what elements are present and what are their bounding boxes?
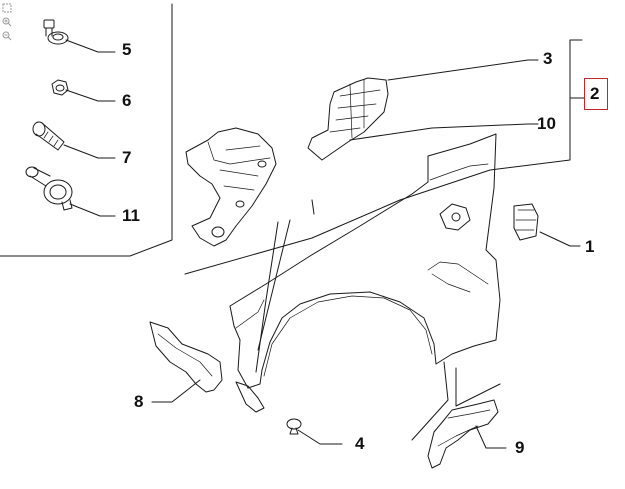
- part-3-bracket[interactable]: [307, 77, 389, 161]
- callout-7[interactable]: 7: [122, 148, 132, 167]
- callout-6[interactable]: 6: [122, 91, 132, 110]
- zoom-in-icon[interactable]: [2, 17, 12, 27]
- fit-page-icon[interactable]: [2, 3, 12, 13]
- callout-2[interactable]: 2: [590, 84, 600, 103]
- part-10-bracket[interactable]: [185, 127, 277, 247]
- callout-11[interactable]: 11: [122, 206, 140, 225]
- part-7-screw[interactable]: [32, 121, 65, 151]
- part-6-nut[interactable]: [51, 79, 69, 96]
- callout-10[interactable]: 10: [537, 114, 556, 133]
- part-5-bolt[interactable]: [43, 19, 69, 45]
- leader-lines-main: [151, 39, 589, 449]
- hardware-inset: [0, 3, 173, 257]
- fender-panel[interactable]: [229, 133, 501, 389]
- part-9-bracket[interactable]: [427, 399, 499, 469]
- part-1-lamp[interactable]: [513, 203, 539, 241]
- part-8-bracket[interactable]: [149, 321, 223, 393]
- zoom-out-icon[interactable]: [2, 31, 12, 41]
- callout-3[interactable]: 3: [543, 49, 553, 68]
- callout-2-highlight-box: [584, 78, 608, 110]
- leader-lines-inset: [63, 39, 116, 217]
- callout-8[interactable]: 8: [134, 392, 144, 411]
- callout-1[interactable]: 1: [585, 237, 595, 256]
- part-4-clip[interactable]: [286, 418, 302, 435]
- callout-4[interactable]: 4: [355, 434, 365, 453]
- callout-9[interactable]: 9: [515, 438, 525, 457]
- part-11-bolt[interactable]: [25, 166, 73, 211]
- fender-lower-mount: [235, 381, 265, 413]
- callout-5[interactable]: 5: [122, 40, 132, 59]
